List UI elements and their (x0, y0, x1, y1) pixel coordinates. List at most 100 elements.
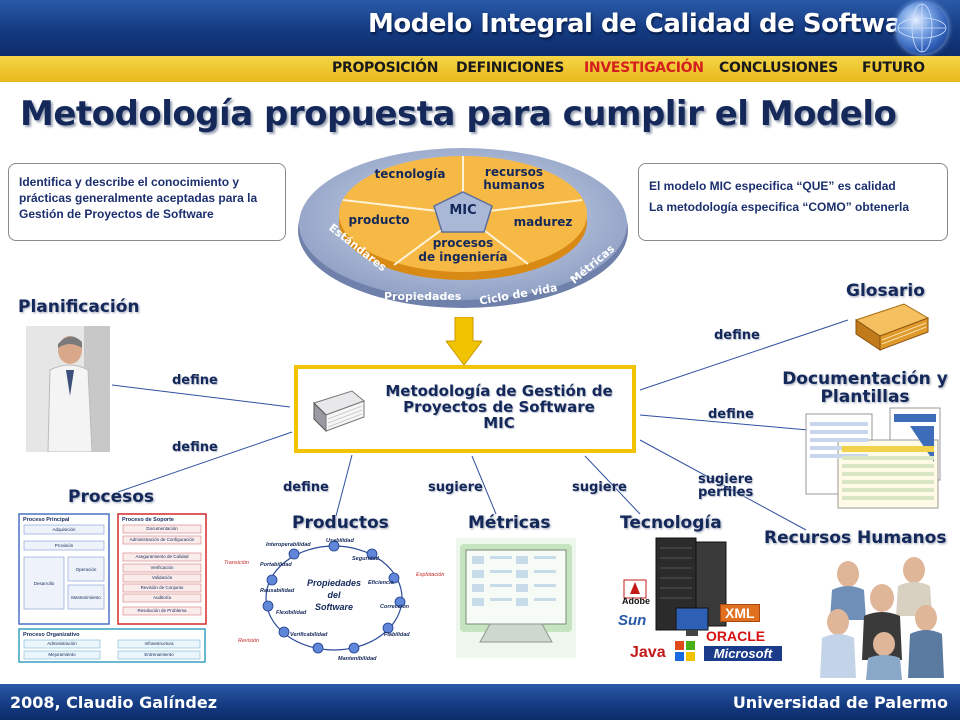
glosario-book-icon (854, 303, 930, 351)
tecnologia-logos-image: Adobe Sun Java XML ORACLE Microsoft (596, 536, 786, 668)
productos-label: Productos (292, 513, 389, 533)
proc-validacion: Validación (152, 575, 173, 580)
productos-center-line1: Propiedades (307, 578, 361, 588)
edge-define-glosario: define (714, 328, 760, 343)
edge-define-procesos: define (172, 440, 218, 455)
segment-producto: producto (349, 213, 410, 227)
proc-adquisicion: Adquisición (52, 527, 76, 532)
phase-transicion: Transición (224, 560, 249, 566)
methodology-title-line2: Proyectos de Software (403, 398, 595, 416)
prop-mantenibilidad: Mantenibilidad (338, 656, 377, 662)
edge-define-planificacion: define (172, 373, 218, 388)
proc-entrenamiento: Entrenamiento (144, 652, 174, 657)
book-icon (313, 390, 365, 433)
info-como-text: La metodología especifica “COMO” obtener… (649, 200, 910, 214)
procesos-chart: Proceso Principal Proceso de Soporte Pro… (18, 513, 208, 663)
footer-bar: 2008, Claudio Galíndez Universidad de Pa… (0, 684, 960, 720)
phase-revision: Revisión (238, 638, 259, 644)
metricas-label: Métricas (468, 513, 551, 533)
edge-define-documentacion: define (708, 407, 754, 422)
proc-revision: Revisión de Conjunto (141, 585, 184, 590)
glosario-label: Glosario (846, 281, 925, 301)
productos-properties-diagram: Propiedades del Software Usabilidad Segu… (224, 538, 444, 662)
prop-usabilidad: Usabilidad (326, 538, 354, 544)
segment-madurez: madurez (514, 215, 573, 229)
app-title: Modelo Integral de Calidad de Software (368, 9, 932, 39)
tecnologia-label: Tecnología (620, 513, 722, 533)
proc-verificacion: Verificación (150, 565, 174, 570)
edge-define-productos: define (283, 480, 329, 495)
documentacion-templates-image (805, 407, 941, 509)
segment-tecnologia: tecnología (375, 167, 446, 181)
proc-mantenimiento: Mantenimiento (71, 595, 101, 600)
edge-sugiere-perfiles: sugiere perfiles (698, 473, 753, 499)
proc-documentacion: Documentación (146, 526, 178, 531)
java-logo: Java (630, 644, 666, 661)
nav-item-investigacion[interactable]: INVESTIGACIÓN (584, 60, 704, 76)
arrow-down-icon (446, 317, 482, 365)
methodology-box[interactable]: Metodología de Gestión de Proyectos de S… (294, 365, 636, 453)
planificacion-person-image (26, 326, 110, 452)
page-title: Metodología propuesta para cumplir el Mo… (20, 94, 897, 134)
ring-propiedades: Propiedades (384, 290, 462, 303)
nav-bar: PROPOSICIÓN DEFINICIONES INVESTIGACIÓN C… (0, 56, 960, 82)
proc-resolucion: Resolución de Problema (137, 608, 187, 613)
prop-portabilidad: Portabilidad (260, 562, 292, 568)
procesos-principal-title: Proceso Principal (23, 517, 70, 523)
prop-seguridad: Seguridad (352, 556, 380, 562)
info-box-right: El modelo MIC especifica “QUE” es calida… (638, 163, 948, 241)
edge-sugiere-metricas: sugiere (428, 480, 483, 495)
documentacion-label-line1: Documentación y (782, 369, 948, 389)
procesos-soporte-title: Proceso de Soporte (122, 517, 174, 523)
nav-item-proposicion[interactable]: PROPOSICIÓN (332, 60, 439, 76)
proc-configuracion: Administración de Configuración (130, 537, 195, 542)
proc-desarrollo: Desarrollo (34, 581, 55, 586)
info-box-left: Identifica y describe el conocimiento y … (8, 163, 286, 241)
oracle-logo: ORACLE (706, 628, 766, 644)
proc-calidad: Aseguramiento de Calidad (135, 554, 189, 559)
prop-fiabilidad: Fiabilidad (384, 632, 410, 638)
recursos-humanos-label: Recursos Humanos (764, 528, 947, 548)
adobe-logo: Adobe (622, 596, 650, 606)
phase-explotacion: Explotación (416, 572, 444, 578)
planificacion-label: Planificación (18, 297, 140, 317)
sun-logo: Sun (618, 612, 647, 629)
microsoft-logo: Microsoft (704, 646, 782, 661)
nav-item-futuro[interactable]: FUTURO (862, 60, 925, 76)
methodology-title: Metodología de Gestión de Proyectos de S… (368, 383, 630, 431)
methodology-title-line1: Metodología de Gestión de (385, 382, 613, 400)
procesos-label: Procesos (68, 487, 155, 507)
mic-center-label: MIC (449, 203, 476, 218)
documentacion-label-line2: Plantillas (820, 387, 910, 407)
edge-sugiere-tecnologia: sugiere (572, 480, 627, 495)
footer-author: 2008, Claudio Galíndez (10, 693, 217, 712)
prop-flexibilidad: Flexibilidad (276, 610, 307, 616)
documentacion-label: Documentación y Plantillas (780, 370, 950, 406)
proc-mejoramiento: Mejoramiento (48, 652, 76, 657)
header-bar: Modelo Integral de Calidad de Software (0, 0, 960, 56)
nav-item-conclusiones[interactable]: CONCLUSIONES (719, 60, 838, 76)
edge-sugiere-perfiles-line2: perfiles (698, 485, 754, 500)
xml-logo: XML (720, 604, 760, 622)
recursos-humanos-team-image (820, 557, 944, 680)
proc-administracion: Administración (47, 641, 77, 646)
metricas-monitor-image (456, 538, 576, 658)
prop-reusabilidad: Reusabilidad (260, 588, 295, 594)
prop-eficiencia: Eficiencia (368, 580, 394, 586)
prop-verificabilidad: Verificabilidad (290, 632, 328, 638)
proc-auditoria: Auditoría (153, 595, 172, 600)
edge-sugiere-perfiles-line1: sugiere (698, 472, 753, 487)
info-que-text: El modelo MIC especifica “QUE” es calida… (649, 179, 896, 193)
productos-center-line3: Software (315, 602, 353, 612)
nav-item-definiciones[interactable]: DEFINICIONES (456, 60, 565, 76)
procesos-organizativo-title: Proceso Organizativo (23, 632, 80, 638)
proc-operacion: Operación (76, 567, 97, 572)
prop-correccion: Corrección (380, 604, 410, 610)
proc-provision: Provisión (55, 543, 74, 548)
prop-interoperabilidad: Interoperabilidad (266, 542, 311, 548)
methodology-title-line3: MIC (483, 414, 515, 432)
